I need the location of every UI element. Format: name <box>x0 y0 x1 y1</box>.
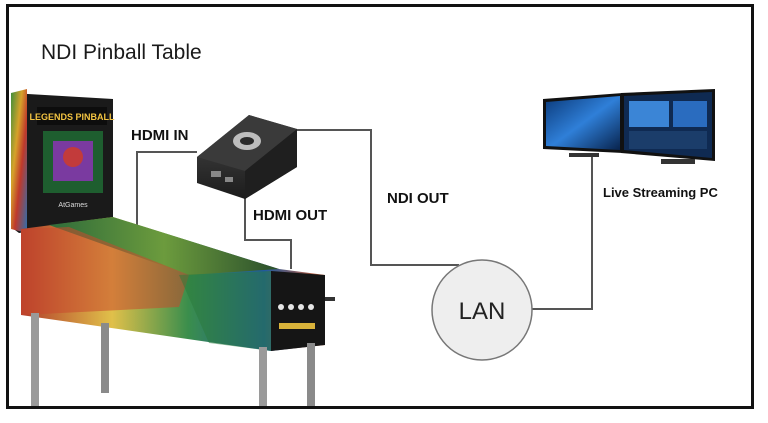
label-ndi-out: NDI OUT <box>387 190 449 207</box>
wire-lan-pc <box>530 157 593 310</box>
pinball-leg <box>101 323 109 393</box>
pinball-brand: AtGames <box>58 202 88 209</box>
pinball-machine: LEGENDS PINBALL AtGames <box>11 89 335 406</box>
pinball-marquee: LEGENDS PINBALL <box>29 112 115 122</box>
streaming-pc-monitors <box>543 89 715 164</box>
ndi-converter-device <box>197 115 297 199</box>
pinball-leg <box>307 343 315 406</box>
wire-hdmi-in <box>136 151 197 229</box>
diagram-canvas: LEGENDS PINBALL AtGames <box>11 89 715 406</box>
diagram-frame: LEGENDS PINBALL AtGames <box>6 4 754 409</box>
pinball-leg <box>31 313 39 406</box>
label-hdmi-in: HDMI IN <box>131 127 189 144</box>
label-hdmi-out: HDMI OUT <box>253 207 328 224</box>
page-title: NDI Pinball Table <box>41 41 202 64</box>
pinball-leg <box>259 347 267 406</box>
lan-label: LAN <box>459 298 506 325</box>
wire-hdmi-out <box>244 192 292 269</box>
wire-ndi-out <box>293 129 459 266</box>
lan-node: LAN <box>431 259 533 361</box>
label-live-streaming-pc: Live Streaming PC <box>603 185 718 200</box>
connection-wires <box>136 129 593 310</box>
pinball-front-panel <box>271 271 325 351</box>
